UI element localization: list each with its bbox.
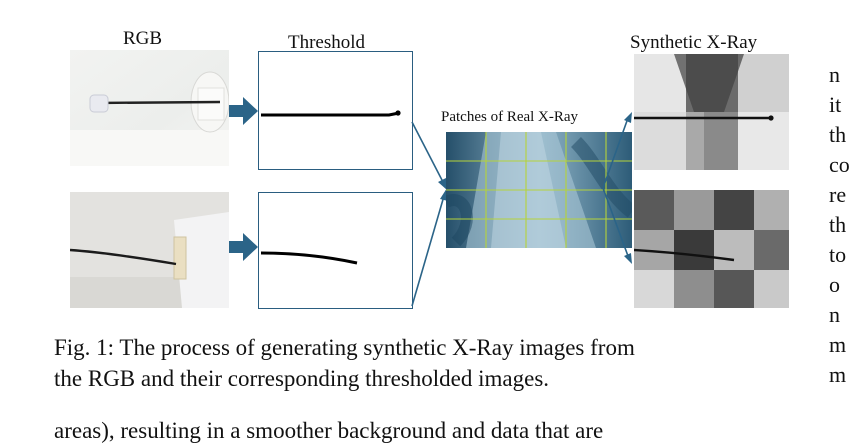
right-column-line: co [829, 152, 850, 177]
right-column-line: to [829, 242, 847, 267]
right-column-line: m [829, 332, 847, 357]
label-threshold: Threshold [288, 32, 366, 53]
synthetic-xray-bottom [634, 190, 789, 308]
threshold-image-top [258, 51, 413, 170]
rgb-photo-bottom [70, 192, 229, 308]
right-column-line: th [829, 212, 847, 237]
synthetic-xray-top [634, 54, 789, 170]
arrows-patches-to-synthetic [602, 112, 632, 264]
threshold-image-bottom [258, 192, 413, 309]
label-synthetic-xray: Synthetic X-Ray [630, 32, 758, 53]
arrow-rgb-to-threshold-bottom [229, 233, 258, 261]
figure-caption-line1: Fig. 1: The process of generating synthe… [54, 335, 635, 360]
right-column-line: m [829, 362, 847, 387]
arrow-rgb-to-threshold-top [229, 97, 258, 125]
right-column-line: n [829, 62, 840, 87]
right-column-line: o [829, 272, 840, 297]
label-patches-real-xray: Patches of Real X-Ray [441, 109, 579, 125]
real-xray-patches [446, 132, 632, 248]
right-column-line: th [829, 122, 847, 147]
right-column-text: n it th co re th to o n m m [829, 60, 859, 390]
figure-caption-line2: the RGB and their corresponding threshol… [54, 366, 550, 391]
right-column-line: it [829, 92, 842, 117]
right-column-line: re [829, 182, 847, 207]
arrows-threshold-to-patches [411, 121, 448, 307]
label-rgb: RGB [123, 28, 163, 49]
right-column-line: n [829, 302, 840, 327]
rgb-photo-top [70, 50, 229, 166]
body-text-cut-line: areas), resulting in a smoother backgrou… [54, 418, 604, 443]
